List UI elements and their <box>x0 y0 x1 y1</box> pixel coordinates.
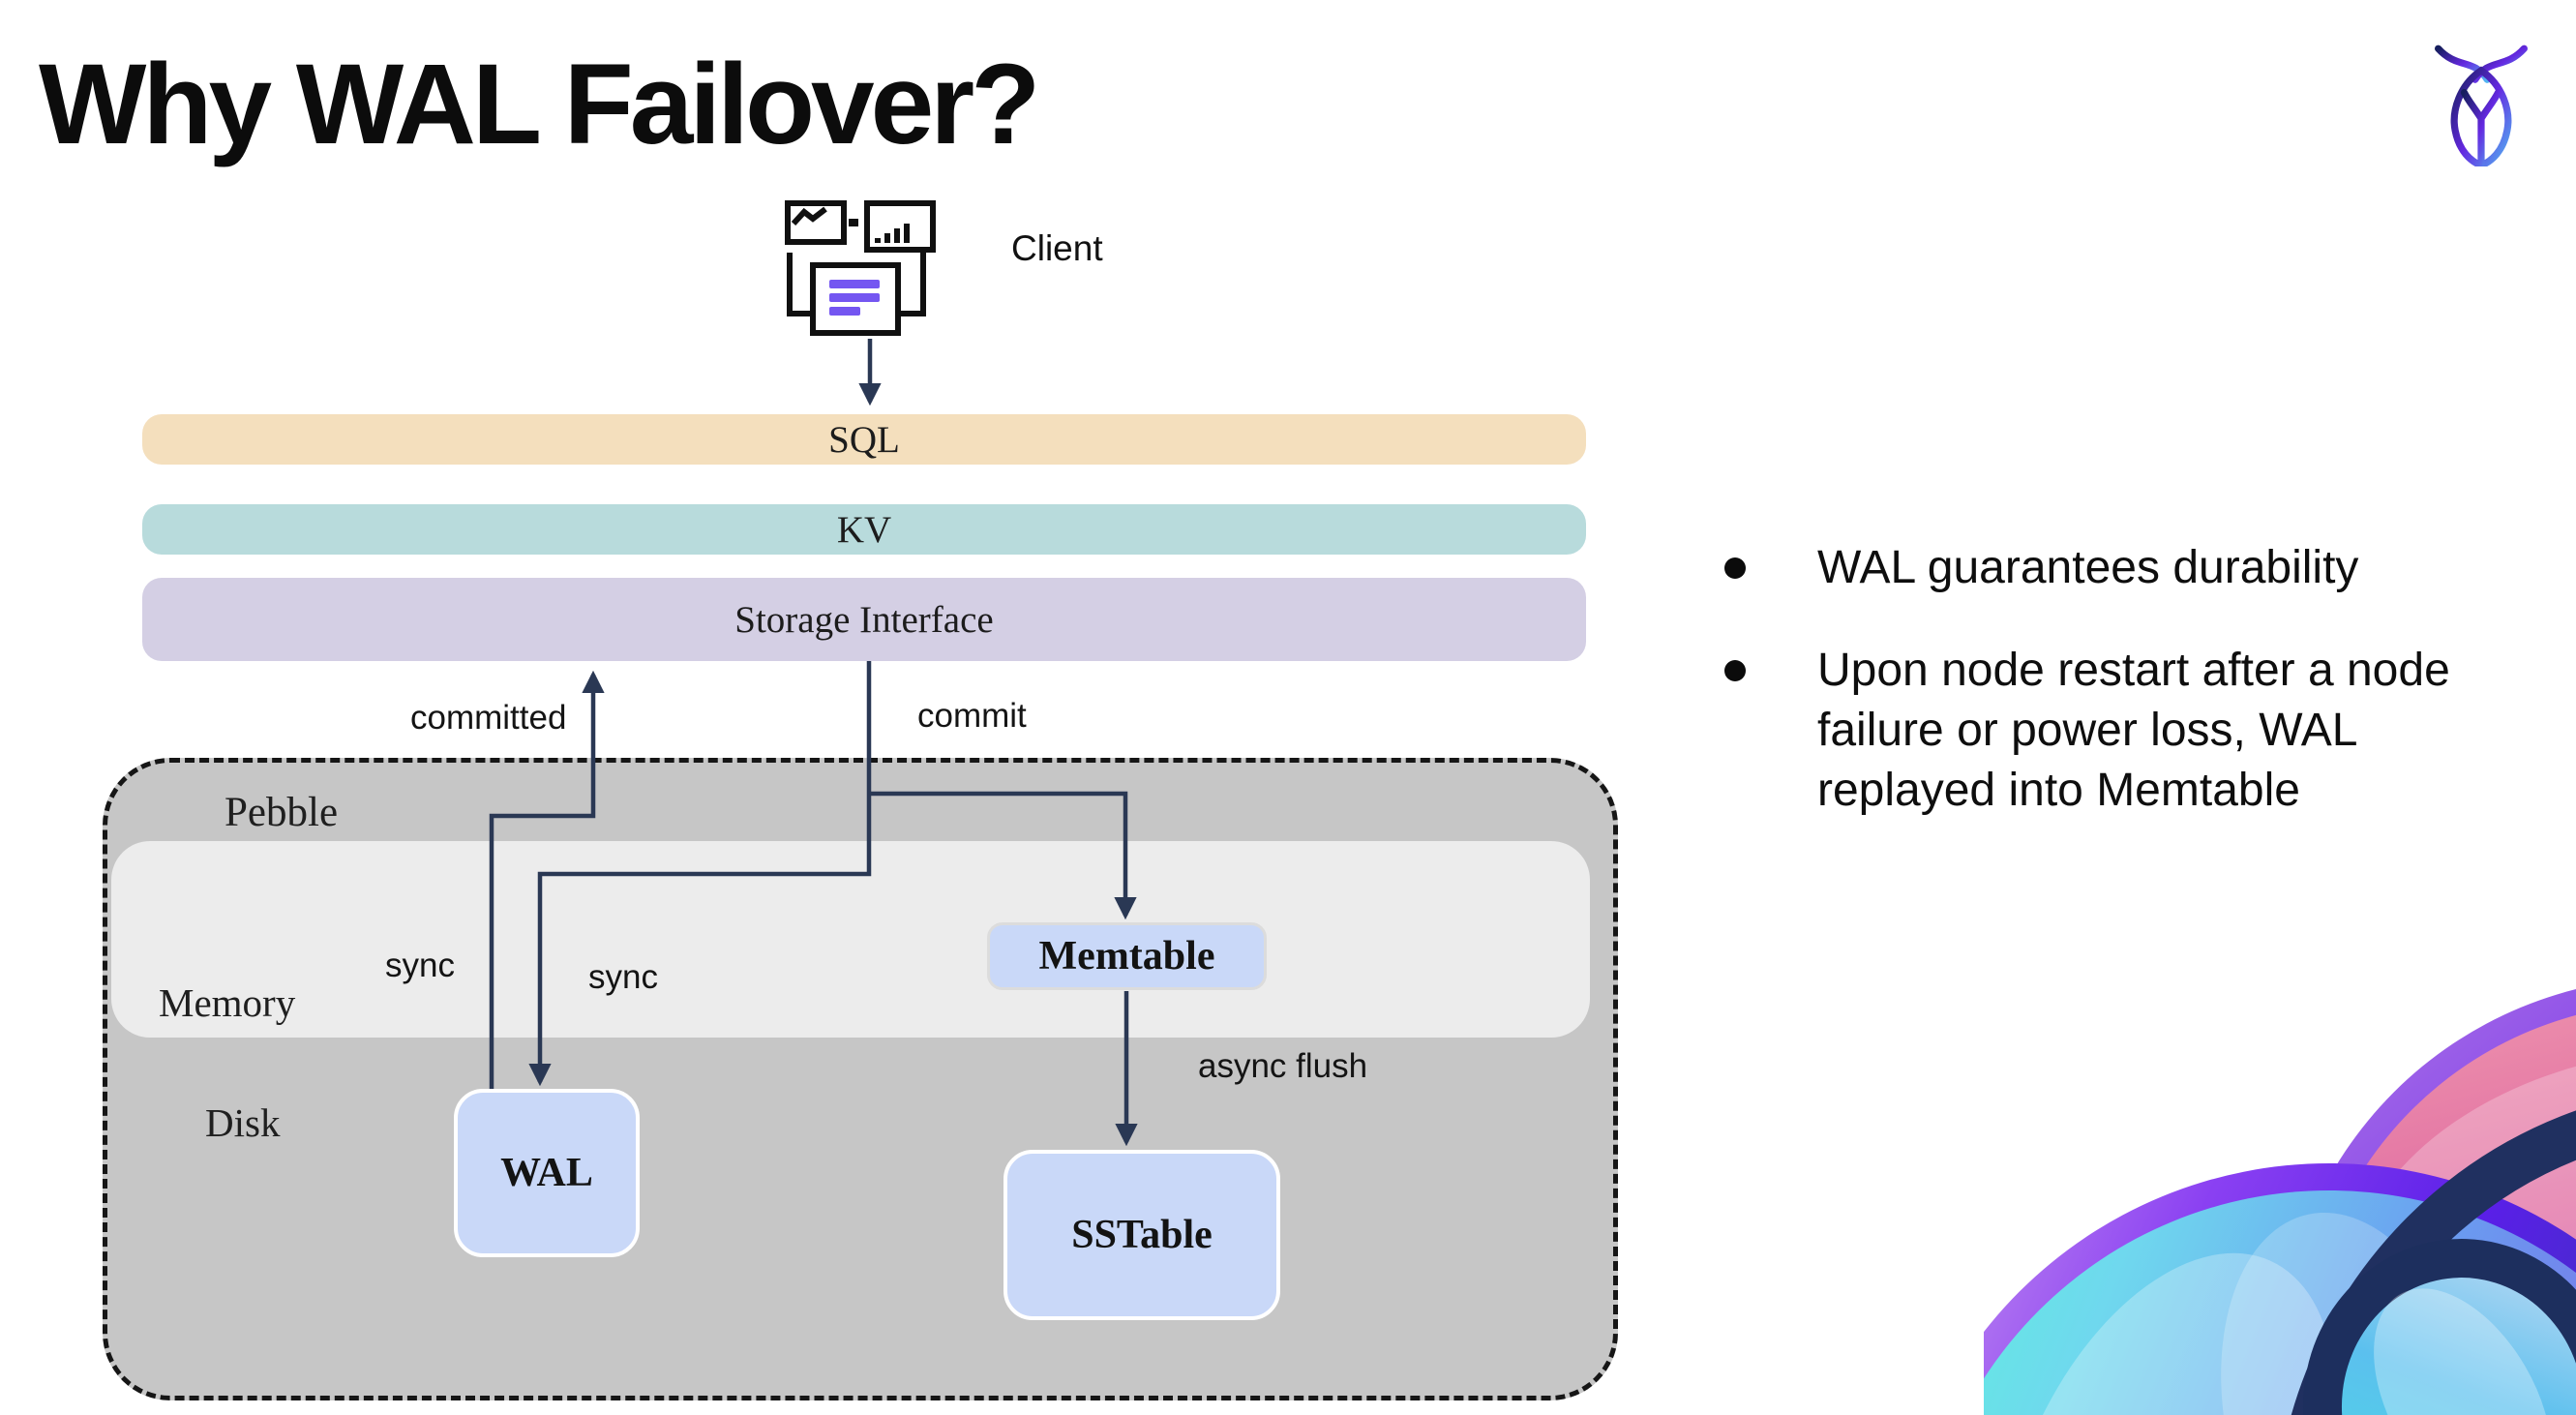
brand-artwork <box>1984 948 2576 1415</box>
bullet-text: Upon node restart after a node failure o… <box>1817 645 2450 816</box>
edge-commit-sync <box>528 661 872 1087</box>
cockroachdb-logo-icon <box>2431 43 2531 169</box>
line-chart-icon <box>785 200 847 245</box>
edge-commit-to-memtable <box>869 791 1137 920</box>
client-icon <box>779 196 944 342</box>
memtable-node: Memtable <box>987 922 1267 990</box>
commit-label: commit <box>917 697 1027 735</box>
wal-label: WAL <box>500 1151 593 1195</box>
sync-left-label: sync <box>385 947 455 984</box>
wal-node: WAL <box>454 1089 640 1257</box>
bar-chart-icon <box>864 200 936 253</box>
layer-storage-interface: Storage Interface <box>142 578 1586 661</box>
layer-kv-label: KV <box>836 508 892 551</box>
page-title: Why WAL Failover? <box>39 41 1040 168</box>
layer-storage-label: Storage Interface <box>734 598 994 641</box>
bullet-text: WAL guarantees durability <box>1817 542 2359 593</box>
disk-label: Disk <box>205 1100 281 1145</box>
committed-label: committed <box>410 699 567 737</box>
bullet-list: WAL guarantees durability Upon node rest… <box>1724 538 2499 863</box>
document-icon <box>810 262 901 336</box>
sstable-node: SSTable <box>1003 1150 1280 1320</box>
layer-kv: KV <box>142 504 1586 555</box>
layer-sql: SQL <box>142 414 1586 465</box>
dash-icon <box>849 219 858 226</box>
memory-label: Memory <box>159 980 296 1025</box>
async-flush-label: async flush <box>1198 1047 1368 1085</box>
bracket-right-icon <box>893 253 926 316</box>
client-label: Client <box>1011 228 1103 268</box>
bullet-icon <box>1724 660 1746 681</box>
pebble-label: Pebble <box>225 790 339 835</box>
layer-sql-label: SQL <box>828 418 900 461</box>
list-item: WAL guarantees durability <box>1724 538 2499 598</box>
sstable-label: SSTable <box>1071 1213 1213 1257</box>
list-item: Upon node restart after a node failure o… <box>1724 641 2499 821</box>
bullet-icon <box>1724 557 1746 579</box>
memtable-label: Memtable <box>1038 934 1215 978</box>
bracket-left-icon <box>787 253 820 316</box>
edge-committed <box>489 670 605 1089</box>
sync-right-label: sync <box>588 958 658 996</box>
